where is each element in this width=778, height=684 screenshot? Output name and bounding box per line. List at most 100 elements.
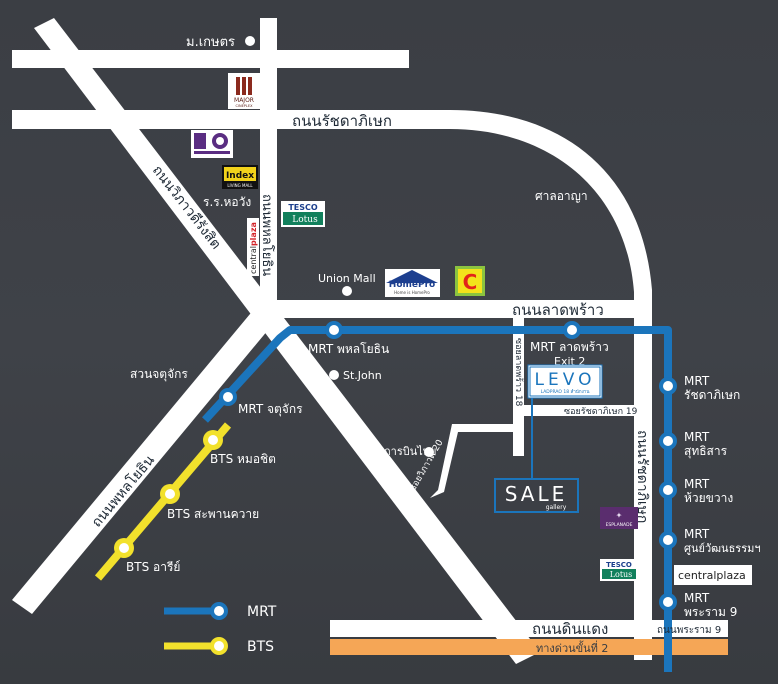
svg-text:LADPRAO 18 สำนักงาน: LADPRAO 18 สำนักงาน — [541, 388, 590, 395]
road-kasetsart-top — [12, 50, 409, 68]
road-label-expressway: ทางด่วนขั้นที่ 2 — [536, 640, 608, 655]
expressway-bar — [330, 639, 728, 655]
place-marker — [245, 36, 255, 46]
station-label-mrt-huaikhwang-2: ห้วยขวาง — [684, 491, 733, 505]
svg-text:Lotus: Lotus — [292, 215, 318, 225]
road-din-daeng — [330, 620, 728, 637]
station-label-mrt-huaikhwang-1: MRT — [684, 477, 710, 491]
place-dots — [206, 36, 611, 457]
station-label-mrt-rama9-1: MRT — [684, 591, 710, 605]
station-marker — [325, 321, 343, 339]
road-ratchadaphisek-curve — [12, 110, 652, 660]
svg-text:TESCO: TESCO — [606, 561, 632, 569]
station-label-mrt-sutthisan-2: สุทธิสาร — [684, 444, 728, 459]
road-phahonyothin-south — [12, 302, 278, 614]
svg-text:MAJOR: MAJOR — [234, 97, 254, 104]
big-c-logo: C — [455, 266, 485, 296]
central-plaza-logo: centralplaza — [674, 565, 752, 585]
station-label-mrt-culture-2: ศูนย์วัฒนธรรมฯ — [684, 542, 761, 555]
legend-bts: BTS — [164, 637, 274, 655]
road-label-phahonyothin-north: ถนนพหลโยธิน — [259, 194, 275, 276]
place-label-kasetsart: ม.เกษตร — [186, 35, 235, 50]
tesco-lotus-logo: TESCO Lotus — [281, 201, 325, 227]
station-label-bts-ari: BTS อารีย์ — [126, 560, 180, 574]
svg-text:Index: Index — [226, 171, 254, 181]
road-layer — [12, 18, 728, 664]
svg-text:CINEPLEX: CINEPLEX — [236, 104, 254, 108]
place-marker — [263, 201, 273, 211]
place-marker — [342, 286, 352, 296]
station-marker — [659, 531, 677, 549]
station-marker — [219, 388, 237, 406]
major-cineplex-logo: MAJOR CINEPLEX — [228, 73, 260, 109]
station-marker — [160, 484, 180, 504]
station-label-mrt-culture-1: MRT — [684, 527, 710, 541]
svg-text:LIVING MALL: LIVING MALL — [227, 183, 253, 188]
station-marker — [659, 377, 677, 395]
homepro-logo: HomePro Home is HomePro — [385, 269, 440, 297]
esplanade-logo: ✦ ESPLANADE — [600, 507, 638, 529]
legend: MRT BTS — [164, 602, 277, 655]
svg-text:gallery: gallery — [546, 504, 567, 511]
station-marker — [114, 538, 134, 558]
station-label-mrt-latphrao: MRT ลาดพร้าว — [530, 340, 609, 354]
road-label-phra-ram-9: ถนนพระราม 9 — [657, 625, 721, 636]
index-living-mall-logo: Index LIVING MALL — [222, 165, 258, 189]
road-soi-vibhavadi-20 — [430, 424, 519, 498]
station-label-mrt-rama9-2: พระราม 9 — [684, 605, 737, 619]
place-marker — [206, 369, 216, 379]
mrt-stations — [219, 321, 677, 611]
svg-text:centralplaza: centralplaza — [678, 569, 746, 582]
station-marker — [203, 430, 223, 450]
legend-mrt-label: MRT — [247, 604, 277, 620]
place-label-thai-airways: การบินไทย — [384, 445, 436, 458]
road-label-soi-19: ซอยรัชดาภิเษก 19 — [564, 406, 638, 417]
place-label-hor-wang: ร.ร.หอวัง — [203, 195, 251, 209]
place-label-chatuchak-park: สวนจตุจักร — [130, 367, 188, 382]
place-label-san-aya: ศาลอาญา — [535, 189, 588, 203]
svg-text:Lotus: Lotus — [610, 570, 633, 579]
svg-text:C: C — [463, 270, 478, 294]
road-vibhavadi — [34, 18, 540, 664]
sale-gallery-box: SALE gallery — [494, 478, 579, 513]
svg-text:ESPLANADE: ESPLANADE — [606, 522, 633, 528]
road-label-din-daeng: ถนนดินแดง — [532, 620, 608, 638]
place-label-st-john: St.John — [343, 369, 382, 382]
station-label-mrt-chatuchak: MRT จตุจักร — [238, 402, 303, 417]
svg-text:HomePro: HomePro — [389, 280, 435, 290]
svg-text:✦: ✦ — [616, 511, 623, 520]
road-soi-lat-phrao-18 — [513, 318, 524, 456]
road-lat-phrao — [268, 300, 639, 318]
svg-text:centralplaza: centralplaza — [249, 222, 258, 274]
legend-mrt: MRT — [164, 602, 277, 620]
road-label-ratchadaphisek: ถนนรัชดาภิเษก — [292, 112, 392, 130]
svg-text:LEVO: LEVO — [535, 370, 596, 390]
levo-project-logo: LEVO LADPRAO 18 สำนักงาน — [527, 364, 603, 399]
station-label-mrt-ratchada-1: MRT — [684, 374, 710, 388]
svg-text:TESCO: TESCO — [288, 203, 318, 212]
station-label-mrt-phahon: MRT พหลโยธิน — [308, 342, 389, 356]
legend-bts-label: BTS — [247, 639, 274, 655]
station-marker — [659, 481, 677, 499]
station-marker — [563, 321, 581, 339]
svg-text:SALE: SALE — [505, 482, 568, 506]
place-marker — [329, 370, 339, 380]
place-marker — [424, 447, 434, 457]
road-soi-ratchada-19 — [524, 405, 636, 416]
station-label-mrt-ratchada-2: รัชดาภิเษก — [684, 388, 740, 402]
place-label-union-mall: Union Mall — [318, 272, 376, 285]
road-label-soi-18: ซอยลาดพร้าว 18 — [513, 338, 524, 407]
tesco-lotus-logo: TESCO Lotus — [600, 559, 638, 581]
road-phahonyothin-north — [260, 18, 277, 318]
station-marker — [659, 593, 677, 611]
siam-commercial-bank-logo — [191, 130, 233, 158]
svg-text:Home is HomePro: Home is HomePro — [394, 290, 430, 295]
station-marker — [659, 432, 677, 450]
road-label-ratchada-vertical: ถนนรัชดาภิเษก — [634, 430, 650, 523]
station-label-bts-saphankhwai: BTS สะพานควาย — [167, 507, 259, 521]
bts-stations — [114, 430, 223, 558]
road-label-lat-phrao: ถนนลาดพร้าว — [512, 301, 604, 319]
place-marker — [601, 190, 611, 200]
station-label-mrt-sutthisan-1: MRT — [684, 430, 710, 444]
